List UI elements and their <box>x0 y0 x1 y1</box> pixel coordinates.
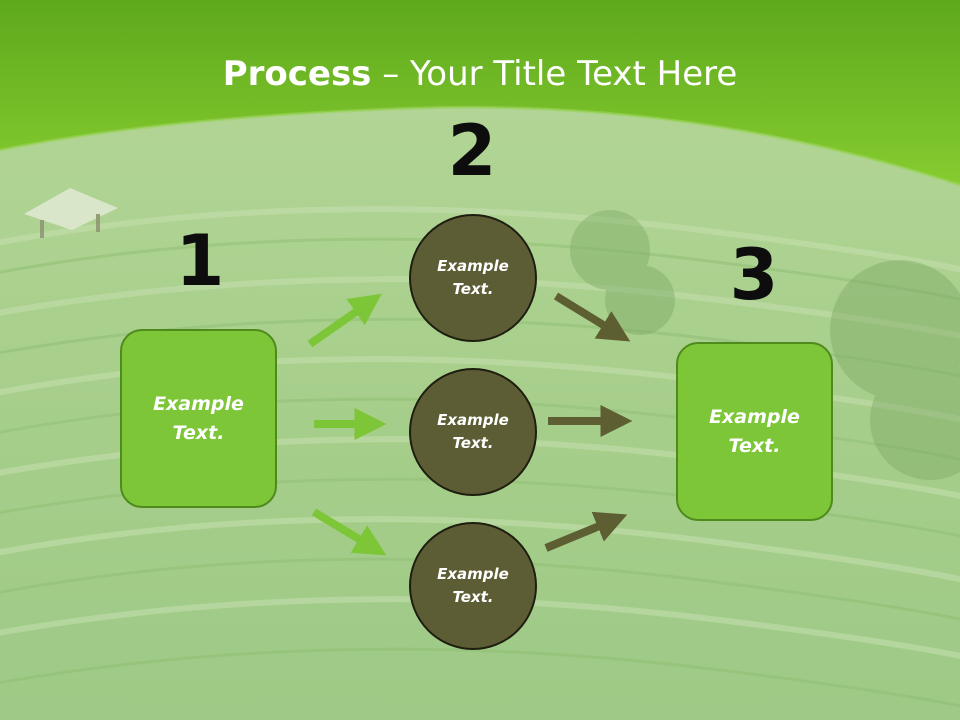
step-number-1: 1 <box>175 220 225 302</box>
step-box-right-text: Example Text. <box>709 405 800 457</box>
circle-bottom-text: Example Text. <box>437 565 509 606</box>
arrow-left-to-top <box>307 293 382 348</box>
circle-top-text: Example Text. <box>437 257 509 298</box>
slide-title: Process – Your Title Text Here <box>0 52 960 96</box>
step-number-3: 3 <box>729 234 779 316</box>
step-box-left-text: Example Text. <box>153 392 244 444</box>
circle-top: Example Text. <box>409 214 537 342</box>
step-box-right: Example Text. <box>676 342 833 521</box>
arrow-left-to-bottom <box>311 508 387 556</box>
title-bold: Process <box>222 54 372 94</box>
title-rest: – Your Title Text Here <box>371 54 738 94</box>
arrow-bottom-to-right <box>544 511 628 552</box>
step-number-2: 2 <box>447 110 497 192</box>
circle-middle-text: Example Text. <box>437 411 509 452</box>
step-box-left: Example Text. <box>120 329 277 508</box>
circle-bottom: Example Text. <box>409 522 537 650</box>
circle-middle: Example Text. <box>409 368 537 496</box>
arrow-top-to-right <box>553 292 631 342</box>
